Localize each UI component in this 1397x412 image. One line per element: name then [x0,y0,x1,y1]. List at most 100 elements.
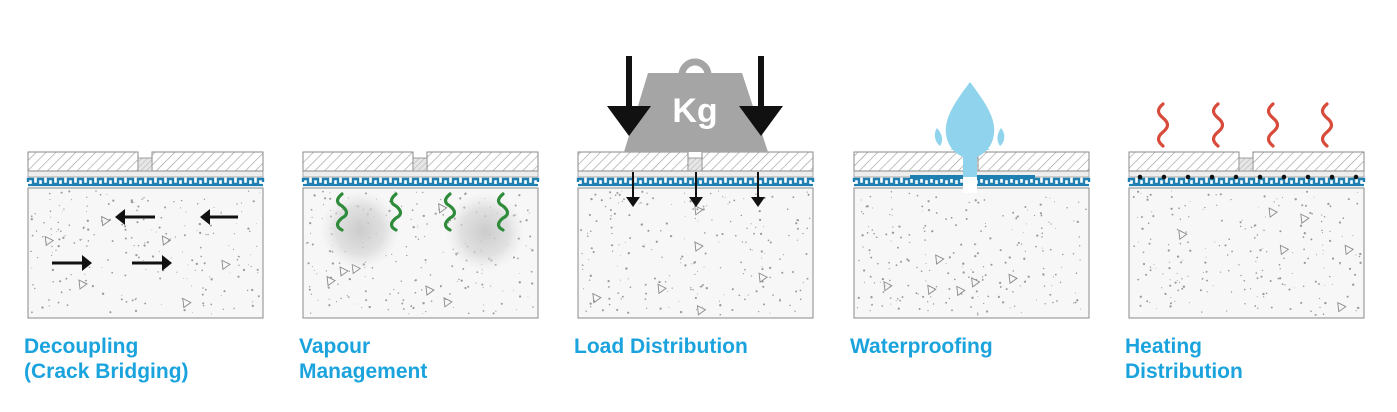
aggregate-speck [46,242,48,244]
aggregate-speck [525,219,528,222]
aggregate-speck [617,292,620,294]
load-arrow-head [607,106,651,136]
aggregate-speck [582,268,584,270]
aggregate-speck [684,201,686,203]
aggregate-speck [762,285,765,288]
aggregate-stone [182,297,192,309]
aggregate-speck [250,254,252,256]
aggregate-speck [173,200,175,203]
aggregate-speck [764,252,766,254]
aggregate-speck [694,217,696,220]
aggregate-speck [600,199,603,202]
aggregate-speck [157,271,159,273]
aggregate-speck [1238,264,1240,266]
aggregate-speck [1022,231,1024,233]
aggregate-speck [1303,248,1305,251]
aggregate-speck [870,256,873,259]
aggregate-speck [1311,212,1313,215]
aggregate-speck [897,307,900,310]
aggregate-stone [78,279,88,290]
aggregate-speck [1153,264,1155,266]
aggregate-speck [621,190,623,192]
aggregate-speck [1050,223,1052,225]
aggregate-speck [1284,284,1286,286]
aggregate-stone [221,259,231,271]
tile-left [27,151,139,172]
aggregate-speck [585,310,587,313]
aggregate-speck [983,199,986,201]
aggregate-speck [124,225,127,228]
aggregate-speck [899,299,901,302]
aggregate-speck [1005,288,1008,291]
aggregate-speck [1257,307,1259,310]
aggregate-stone [438,203,448,214]
aggregate-speck [87,228,90,231]
aggregate-speck [1027,209,1029,211]
aggregate-speck [406,254,408,257]
water-seep [963,157,977,177]
aggregate-speck [322,204,325,206]
aggregate-speck [1147,222,1150,224]
aggregate-speck [422,302,425,305]
aggregate-speck [1146,300,1149,303]
aggregate-speck [895,264,898,267]
aggregate-speck [1177,289,1180,292]
aggregate-speck [1266,251,1268,253]
aggregate-speck [624,241,626,243]
aggregate-speck [417,238,420,240]
aggregate-speck [871,229,874,231]
aggregate-speck [750,223,752,225]
aggregate-speck [786,208,789,210]
aggregate-speck [719,267,722,269]
aggregate-speck [750,275,753,277]
aggregate-speck [930,296,932,298]
aggregate-speck [1075,292,1077,294]
aggregate-speck [518,281,521,284]
aggregate-speck [155,231,157,233]
aggregate-speck [86,219,89,222]
aggregate-speck [747,294,749,296]
aggregate-speck [86,245,88,247]
aggregate-speck [1139,295,1142,298]
aggregate-speck [642,245,645,248]
weight-label: Kg [672,92,717,130]
aggregate-speck [186,278,188,280]
aggregate-speck [467,312,470,315]
aggregate-speck [590,197,593,201]
aggregate-speck [646,307,648,309]
aggregate-speck [57,244,60,248]
aggregate-speck [646,192,648,194]
aggregate-speck [1261,269,1264,272]
aggregate-speck [616,191,619,195]
aggregate-speck [1073,220,1075,222]
aggregate-speck [1288,288,1291,291]
label-line: Heating [1125,335,1203,358]
aggregate-speck [57,221,60,224]
grout-joint [137,157,153,172]
aggregate-speck [187,264,189,266]
aggregate-speck [1149,269,1152,272]
aggregate-speck [627,252,630,255]
tile-left [1128,151,1240,172]
aggregate-speck [1314,280,1317,283]
aggregate-speck [975,290,978,293]
aggregate-speck [862,246,864,248]
aggregate-speck [722,196,724,198]
aggregate-speck [974,199,977,202]
aggregate-speck [203,262,206,265]
aggregate-speck [51,268,55,272]
aggregate-speck [502,290,504,292]
aggregate-speck [781,271,784,274]
aggregate-speck [232,248,235,250]
aggregate-speck [1207,193,1210,196]
aggregate-speck [210,224,212,227]
aggregate-speck [251,304,254,307]
aggregate-speck [101,266,103,268]
aggregate-speck [481,283,484,286]
aggregate-speck [1253,237,1256,239]
tile-right [701,151,814,172]
aggregate-speck [879,281,881,283]
aggregate-speck [242,268,246,272]
aggregate-speck [1155,308,1157,309]
